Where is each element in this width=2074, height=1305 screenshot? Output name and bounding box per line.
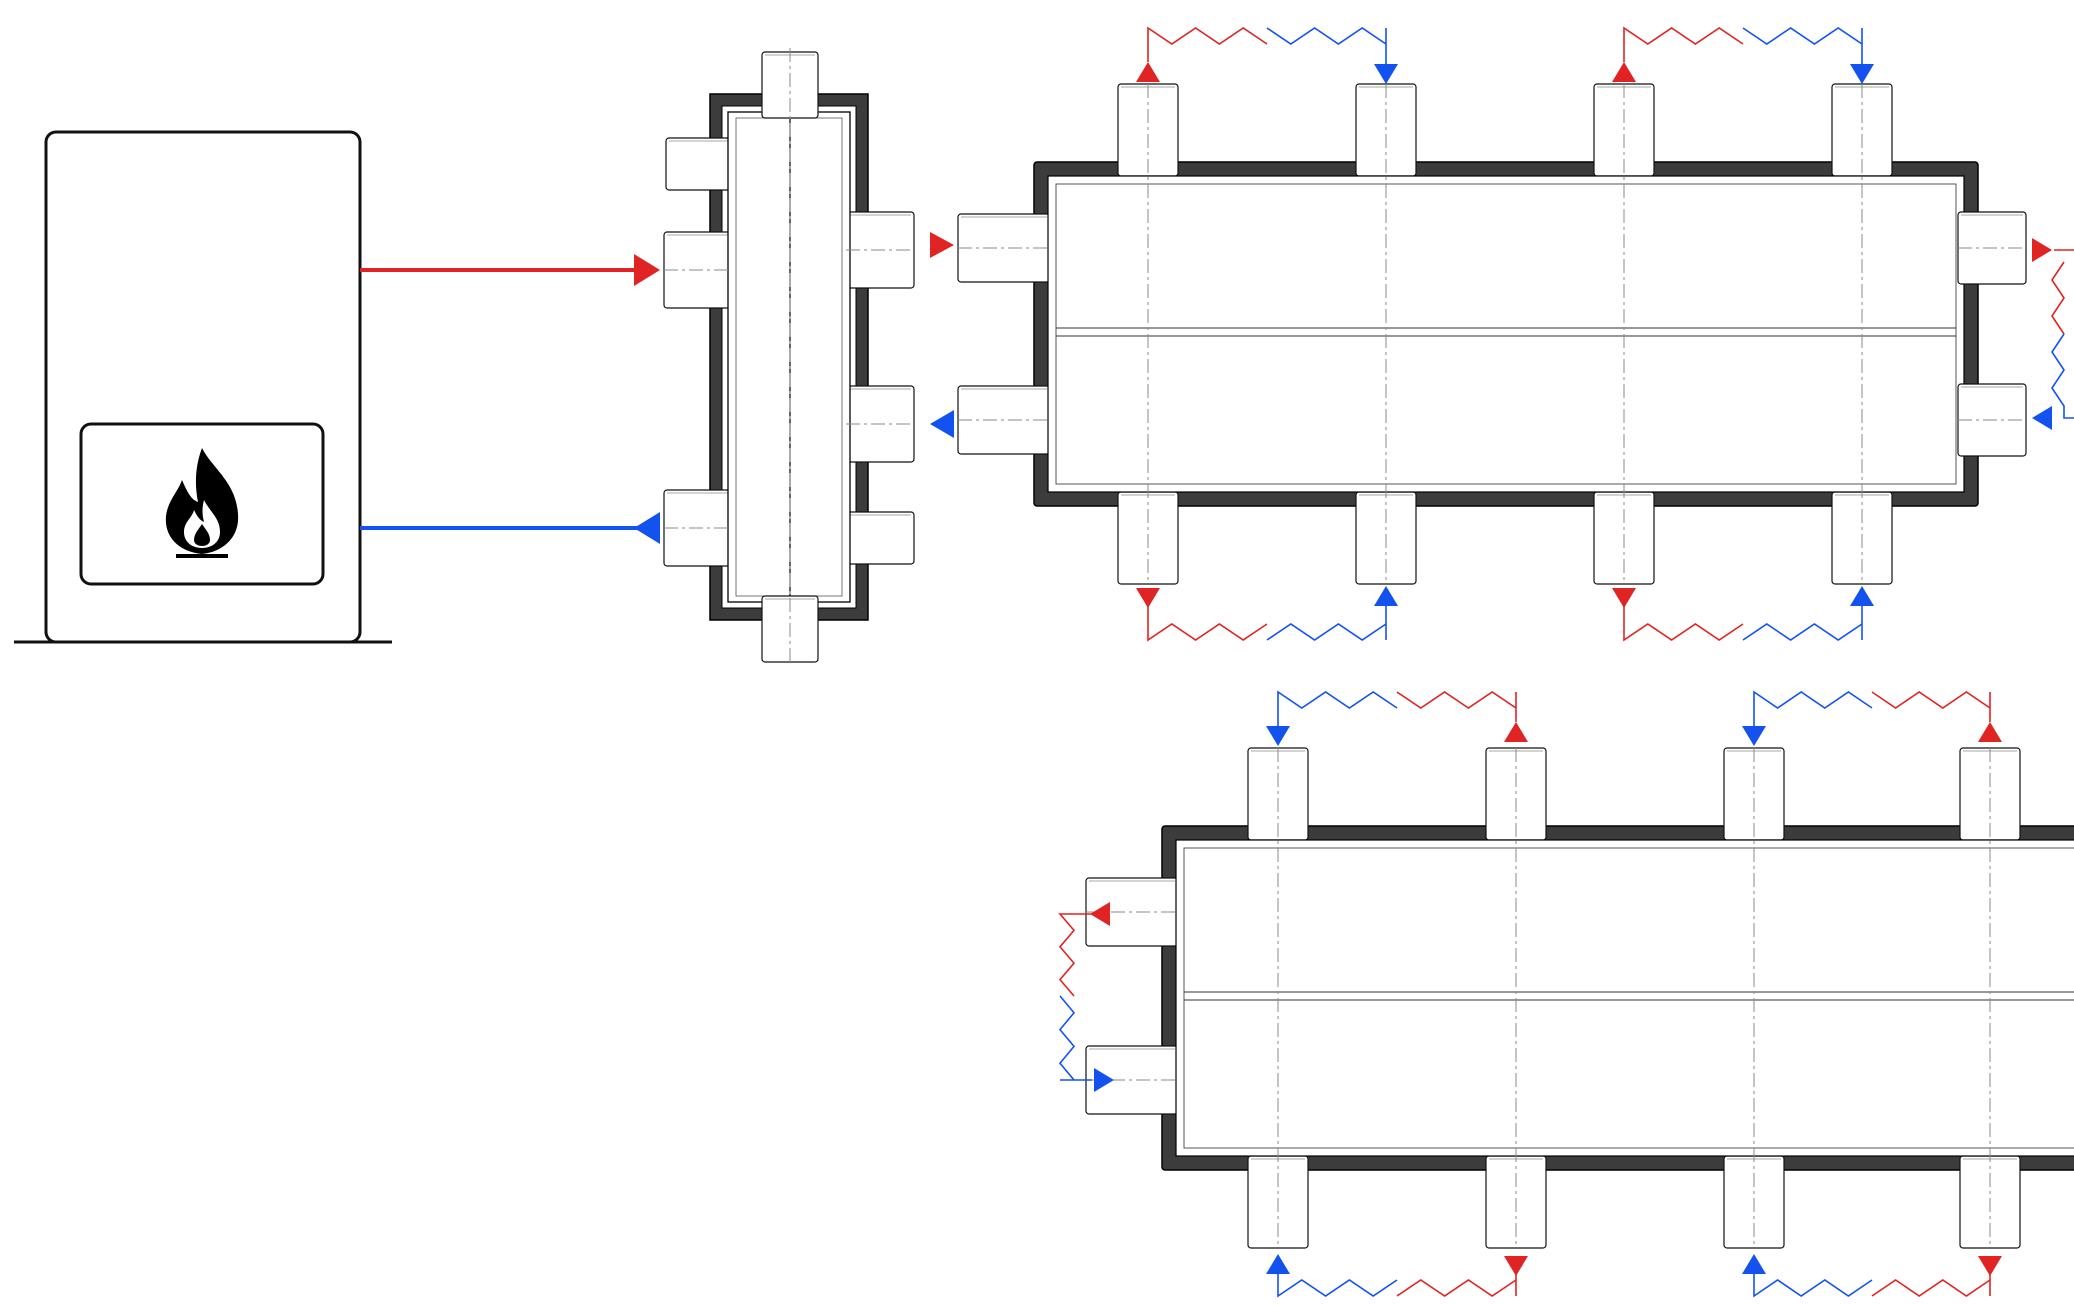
hydraulic-separator bbox=[663, 48, 915, 666]
loop-return-line bbox=[1277, 690, 1398, 728]
loop-supply-line bbox=[1058, 913, 1092, 997]
loop-return-line bbox=[1742, 606, 1863, 641]
supply-arrow-to-manifold bbox=[930, 232, 954, 258]
loop-return-arrow bbox=[1850, 64, 1874, 84]
loop-supply-line bbox=[1147, 26, 1268, 62]
loop-return-arrow bbox=[2032, 406, 2052, 430]
loop-return-arrow bbox=[1742, 1254, 1766, 1274]
boiler-return-pipe bbox=[360, 512, 660, 544]
heating-loops bbox=[1058, 26, 2074, 1298]
loop-return-arrow bbox=[1850, 586, 1874, 606]
loop-return-arrow bbox=[1094, 1068, 1114, 1092]
loop-return-line bbox=[1058, 995, 1092, 1081]
loop-return-arrow bbox=[1374, 586, 1398, 606]
loop-supply-arrow bbox=[1504, 1256, 1528, 1276]
loop-supply-line bbox=[1623, 26, 1744, 62]
loop-return-line bbox=[1277, 1266, 1398, 1298]
loop-return-arrow bbox=[1266, 1254, 1290, 1274]
boiler-supply-pipe bbox=[360, 254, 660, 286]
boiler bbox=[14, 130, 392, 644]
manifold-upper bbox=[957, 83, 2027, 585]
loop-supply-line bbox=[2051, 261, 2065, 335]
loop-supply-arrow bbox=[1504, 722, 1528, 742]
loop-supply-line bbox=[1871, 1262, 1991, 1297]
loop-supply-line bbox=[1396, 691, 1517, 722]
loop-supply-arrow bbox=[1090, 902, 1110, 926]
loop-supply-arrow bbox=[1978, 722, 2002, 742]
manifold-lower-body bbox=[1175, 839, 2074, 1157]
return-arrow-from-manifold bbox=[930, 410, 954, 438]
loop-supply-arrow bbox=[2032, 238, 2052, 262]
loop-supply-line bbox=[1396, 1262, 1517, 1297]
manifold-lower bbox=[1085, 747, 2074, 1249]
loop-supply-arrow bbox=[1612, 588, 1636, 608]
manifold-upper-body bbox=[1047, 175, 1965, 493]
loop-return-line bbox=[1266, 606, 1387, 641]
loop-supply-arrow bbox=[1136, 62, 1160, 82]
loop-supply-line bbox=[1623, 596, 1744, 642]
loop-return-line bbox=[1753, 1266, 1873, 1298]
loop-supply-line bbox=[1871, 691, 1991, 722]
flame-icon bbox=[165, 448, 239, 558]
separator-cylinder bbox=[727, 111, 851, 603]
separator-nozzle-left-top bbox=[665, 137, 733, 191]
loop-supply-arrow bbox=[1978, 1256, 2002, 1276]
loop-return-line bbox=[2051, 333, 2074, 419]
loop-supply-arrow bbox=[1612, 62, 1636, 82]
loop-return-line bbox=[1742, 27, 1863, 70]
loop-return-line bbox=[1266, 27, 1387, 70]
loop-return-line bbox=[1753, 690, 1873, 728]
loop-return-arrow bbox=[1742, 726, 1766, 746]
loop-supply-arrow bbox=[1136, 588, 1160, 608]
loop-supply-line bbox=[1147, 596, 1268, 642]
loop-return-arrow bbox=[1266, 726, 1290, 746]
separator-nozzle-right-bottom bbox=[845, 511, 915, 565]
loop-return-arrow bbox=[1374, 64, 1398, 84]
